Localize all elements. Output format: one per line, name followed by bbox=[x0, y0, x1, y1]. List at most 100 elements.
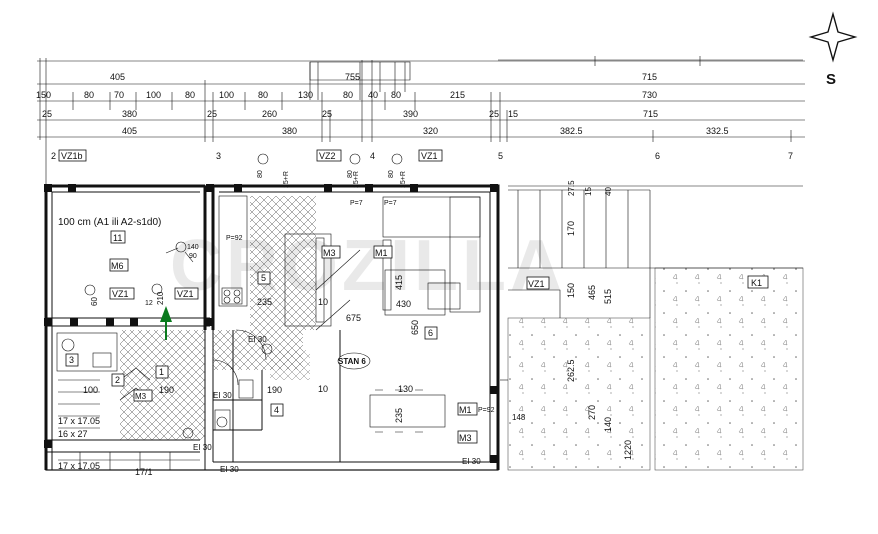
dims-row4-2-text: 320 bbox=[423, 126, 438, 136]
axes-3-text: 5 bbox=[498, 151, 503, 161]
fire-e3-text: EI 30 bbox=[462, 457, 481, 466]
inner_dims-d235b-text: 235 bbox=[394, 408, 404, 423]
dims-row3-2-text: 25 bbox=[207, 109, 217, 119]
dims-row2-1-text: 80 bbox=[84, 90, 94, 100]
tags-vz1_left-text: VZ1 bbox=[112, 289, 129, 299]
door-swings bbox=[212, 249, 361, 386]
tags-m6-text: M6 bbox=[111, 261, 124, 271]
furniture bbox=[56, 195, 481, 433]
compass-letter: S bbox=[826, 71, 836, 88]
walls bbox=[44, 184, 500, 471]
dims-row4-0-text: 405 bbox=[122, 126, 137, 136]
dims-row2-11-text: 215 bbox=[450, 90, 465, 100]
stairs-s4-text: 17/1 bbox=[135, 467, 153, 477]
inner_dims-d15-text: 15 bbox=[584, 187, 593, 196]
fire-e2-text: EI 30 bbox=[220, 465, 239, 474]
rooms-r4-text: 4 bbox=[274, 405, 279, 415]
tags-vz1_top-text: VZ1 bbox=[421, 151, 438, 161]
dim-row-1: 405 755 715 bbox=[110, 72, 657, 82]
dims-row2-9-text: 40 bbox=[368, 90, 378, 100]
axes-2-text: 4 bbox=[370, 151, 375, 161]
compass: S bbox=[808, 11, 858, 88]
dims-row2-7-text: 130 bbox=[298, 90, 313, 100]
rooms-r6-text: 6 bbox=[428, 328, 433, 338]
inner_dims-d140b-text: 140 bbox=[603, 417, 613, 432]
dims-row1-1-text: 755 bbox=[345, 72, 360, 82]
tags-m1_b-text: M1 bbox=[459, 405, 472, 415]
rooms-stan-text: STAN 6 bbox=[338, 357, 366, 366]
rooms-r1-text: 1 bbox=[159, 367, 164, 377]
smalltags-s1-text: 25+R bbox=[283, 171, 290, 188]
pvtags-p1-text: P=7 bbox=[350, 200, 363, 207]
rooms-r11-text: 11 bbox=[113, 233, 122, 243]
tags-vz2-text: VZ2 bbox=[319, 151, 336, 161]
inner_dims-d150-text: 150 bbox=[566, 283, 576, 298]
dim-row-4: 405 380 320 382.5 332.5 bbox=[122, 126, 729, 136]
dims-row1-2-text: 715 bbox=[642, 72, 657, 82]
dims-row1-0-text: 405 bbox=[110, 72, 125, 82]
smalltags-s3-text: 25+R bbox=[400, 171, 407, 188]
fire-e4-text: EI 30 bbox=[248, 335, 267, 344]
inner_dims-d675-text: 675 bbox=[346, 313, 361, 323]
inner_dims-d1220-text: 1220 bbox=[623, 440, 633, 460]
inner_dims-d100-text: 100 bbox=[83, 385, 98, 395]
inner_dims-d10b-text: 10 bbox=[318, 384, 328, 394]
tags-vz1b-text: VZ1b bbox=[61, 151, 83, 161]
axis-labels: 2 3 4 5 6 7 bbox=[51, 151, 793, 161]
dims-row2-6-text: 80 bbox=[258, 90, 268, 100]
inner_dims-d650-text: 650 bbox=[410, 320, 420, 335]
inner_dims-d10a-text: 10 bbox=[318, 297, 328, 307]
hatched-areas bbox=[120, 196, 316, 440]
fire-e5-text: EI 30 bbox=[213, 391, 232, 400]
inner_dims-d270-text: 270 bbox=[587, 405, 597, 420]
tags-k1-text: K1 bbox=[751, 278, 762, 288]
tags-vz1_mid-text: VZ1 bbox=[177, 289, 194, 299]
stairs-s1-text: 17 x 17.05 bbox=[58, 416, 100, 426]
pvtags-p3-text: P=92 bbox=[226, 235, 243, 242]
tags-m1_a-text: M1 bbox=[375, 248, 388, 258]
rooms-r3-text: 3 bbox=[69, 355, 74, 365]
stairs-s3-text: 17 x 17.05 bbox=[58, 461, 100, 471]
dims-row3-3-text: 260 bbox=[262, 109, 277, 119]
tags-vz1_terrace-text: VZ1 bbox=[528, 279, 545, 289]
dims-row3-5-text: 390 bbox=[403, 109, 418, 119]
north-arrow-icon bbox=[808, 11, 858, 63]
dims-row4-3-text: 382.5 bbox=[560, 126, 583, 136]
inner_dims-d80c-text: 80 bbox=[388, 170, 395, 178]
axes-5-text: 7 bbox=[788, 151, 793, 161]
inner_dims-d140-text: 140 bbox=[187, 244, 199, 251]
dim-row-3: 25 380 25 260 25 390 25 15 715 bbox=[42, 109, 658, 119]
inner_dims-d275-text: 27.5 bbox=[567, 180, 576, 196]
inner_dims-d415-text: 415 bbox=[394, 275, 404, 290]
inner_dims-d430-text: 430 bbox=[396, 299, 411, 309]
room-labels: 100 cm (A1 ili A2-s1d0) STAN 6 bbox=[58, 217, 371, 370]
dims-row3-7-text: 15 bbox=[508, 109, 518, 119]
terrace bbox=[309, 56, 804, 471]
stair-labels: 17 x 17.05 16 x 27 17 x 17.05 17/1 bbox=[58, 416, 153, 477]
dims-row3-4-text: 25 bbox=[322, 109, 332, 119]
inner-dimensions: 235 675 430 10 10 190 190 100 130 415 65… bbox=[83, 180, 633, 460]
small-vertical-labels: 25+R 25+R 25+R 80 80 80 P=7 P=7 bbox=[257, 170, 407, 207]
dims-row2-4-text: 80 bbox=[185, 90, 195, 100]
dims-row2-10-text: 80 bbox=[391, 90, 401, 100]
dims-row3-1-text: 380 bbox=[122, 109, 137, 119]
dims-row4-4-text: 332.5 bbox=[706, 126, 729, 136]
inner_dims-d80b-text: 80 bbox=[347, 170, 354, 178]
fire-e1-text: EI 30 bbox=[193, 443, 212, 452]
dims-row3-8-text: 715 bbox=[643, 109, 658, 119]
axes-4-text: 6 bbox=[655, 151, 660, 161]
inner_dims-d90-text: 90 bbox=[189, 253, 197, 260]
smalltags-s2-text: 25+R bbox=[353, 171, 360, 188]
dims-row3-6-text: 25 bbox=[489, 109, 499, 119]
rooms-r5-text: 5 bbox=[261, 273, 266, 283]
inner_dims-d235-text: 235 bbox=[257, 297, 272, 307]
window-tags: VZ1b VZ2 VZ1 bbox=[58, 149, 443, 162]
inner_dims-d210-text: 210 bbox=[156, 291, 165, 305]
inner_dims-d60-text: 60 bbox=[90, 297, 99, 306]
inner_dims-d170-text: 170 bbox=[566, 221, 576, 236]
dims-row2-3-text: 100 bbox=[146, 90, 161, 100]
inner_dims-d130-text: 130 bbox=[398, 384, 413, 394]
inner_dims-d190a-text: 190 bbox=[159, 385, 174, 395]
inner_dims-d2625-text: 262.5 bbox=[566, 359, 576, 382]
